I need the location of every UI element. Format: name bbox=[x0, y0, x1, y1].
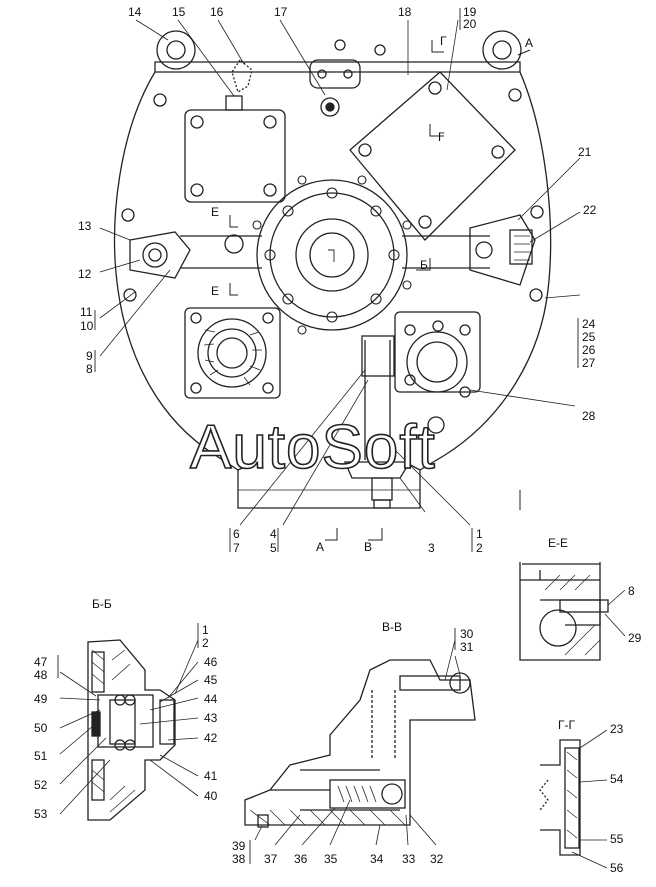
callout-44: 44 bbox=[204, 692, 218, 706]
mark-g-top: Г bbox=[440, 34, 447, 48]
callout-45: 45 bbox=[204, 673, 218, 687]
callout-42: 42 bbox=[204, 731, 218, 745]
callout-53: 53 bbox=[34, 807, 48, 821]
mark-b-mid: Б bbox=[420, 258, 428, 272]
callout-bb-2: 2 bbox=[202, 636, 209, 650]
section-ee-title: Е-Е bbox=[548, 536, 569, 550]
callout-37: 37 bbox=[264, 852, 278, 866]
mark-e-upper: Е bbox=[211, 205, 220, 219]
mark-a-top: А bbox=[525, 36, 534, 50]
callout-38: 38 bbox=[232, 852, 246, 866]
callout-29: 29 bbox=[628, 631, 642, 645]
callout-bb-1: 1 bbox=[202, 623, 209, 637]
callout-22: 22 bbox=[583, 203, 597, 217]
section-vv bbox=[244, 639, 476, 846]
callout-46: 46 bbox=[204, 655, 218, 669]
mark-e-lower: Е bbox=[211, 284, 220, 298]
callout-3: 3 bbox=[428, 541, 435, 555]
section-vv-title: В-В bbox=[382, 620, 403, 634]
callout-23: 23 bbox=[610, 722, 624, 736]
section-bb-title: Б-Б bbox=[92, 597, 112, 611]
callout-26: 26 bbox=[582, 343, 596, 357]
main-housing-view bbox=[99, 19, 581, 541]
callout-ee-8: 8 bbox=[628, 584, 635, 598]
callout-32: 32 bbox=[430, 852, 444, 866]
callout-54: 54 bbox=[610, 772, 624, 786]
callout-34: 34 bbox=[370, 852, 384, 866]
callout-30: 30 bbox=[460, 627, 474, 641]
callout-13: 13 bbox=[78, 219, 92, 233]
callout-24: 24 bbox=[582, 317, 596, 331]
section-bb bbox=[59, 639, 199, 821]
callout-55: 55 bbox=[610, 832, 624, 846]
callout-16: 16 bbox=[210, 5, 224, 19]
callout-10: 10 bbox=[80, 319, 94, 333]
callout-41: 41 bbox=[204, 769, 218, 783]
callout-14: 14 bbox=[128, 5, 142, 19]
callout-17: 17 bbox=[274, 5, 288, 19]
callout-40: 40 bbox=[204, 789, 218, 803]
callout-25: 25 bbox=[582, 330, 596, 344]
callout-12: 12 bbox=[78, 267, 92, 281]
callout-52: 52 bbox=[34, 778, 48, 792]
callout-39: 39 bbox=[232, 839, 246, 853]
callout-47: 47 bbox=[34, 655, 48, 669]
callout-15: 15 bbox=[172, 5, 186, 19]
callout-31: 31 bbox=[460, 640, 474, 654]
callout-36: 36 bbox=[294, 852, 308, 866]
callout-35: 35 bbox=[324, 852, 338, 866]
callout-27: 27 bbox=[582, 356, 596, 370]
callout-5: 5 bbox=[270, 541, 277, 555]
callout-2: 2 bbox=[476, 541, 483, 555]
callout-21: 21 bbox=[578, 145, 592, 159]
callout-1: 1 bbox=[476, 527, 483, 541]
callout-8: 8 bbox=[86, 362, 93, 376]
callout-28: 28 bbox=[582, 409, 596, 423]
callout-9: 9 bbox=[86, 349, 93, 363]
watermark-text: AutoSoft bbox=[189, 412, 436, 483]
callout-19: 19 bbox=[463, 5, 477, 19]
callout-51: 51 bbox=[34, 749, 48, 763]
callout-18: 18 bbox=[398, 5, 412, 19]
callout-4: 4 bbox=[270, 527, 277, 541]
section-gg-title: Г-Г bbox=[558, 718, 575, 732]
callout-6: 6 bbox=[233, 527, 240, 541]
label-brackets bbox=[57, 8, 579, 864]
callout-20: 20 bbox=[463, 17, 477, 31]
mark-v-bottom: В bbox=[364, 540, 373, 554]
callout-7: 7 bbox=[233, 541, 240, 555]
section-ee bbox=[519, 562, 626, 661]
section-gg bbox=[539, 729, 608, 869]
callout-56: 56 bbox=[610, 861, 624, 875]
callout-49: 49 bbox=[34, 692, 48, 706]
mark-g-mid: Г bbox=[438, 130, 445, 144]
callout-33: 33 bbox=[402, 852, 416, 866]
callout-43: 43 bbox=[204, 711, 218, 725]
callout-11: 11 bbox=[80, 305, 93, 319]
callout-48: 48 bbox=[34, 668, 48, 682]
callout-50: 50 bbox=[34, 721, 48, 735]
mark-a-bottom: А bbox=[316, 540, 325, 554]
